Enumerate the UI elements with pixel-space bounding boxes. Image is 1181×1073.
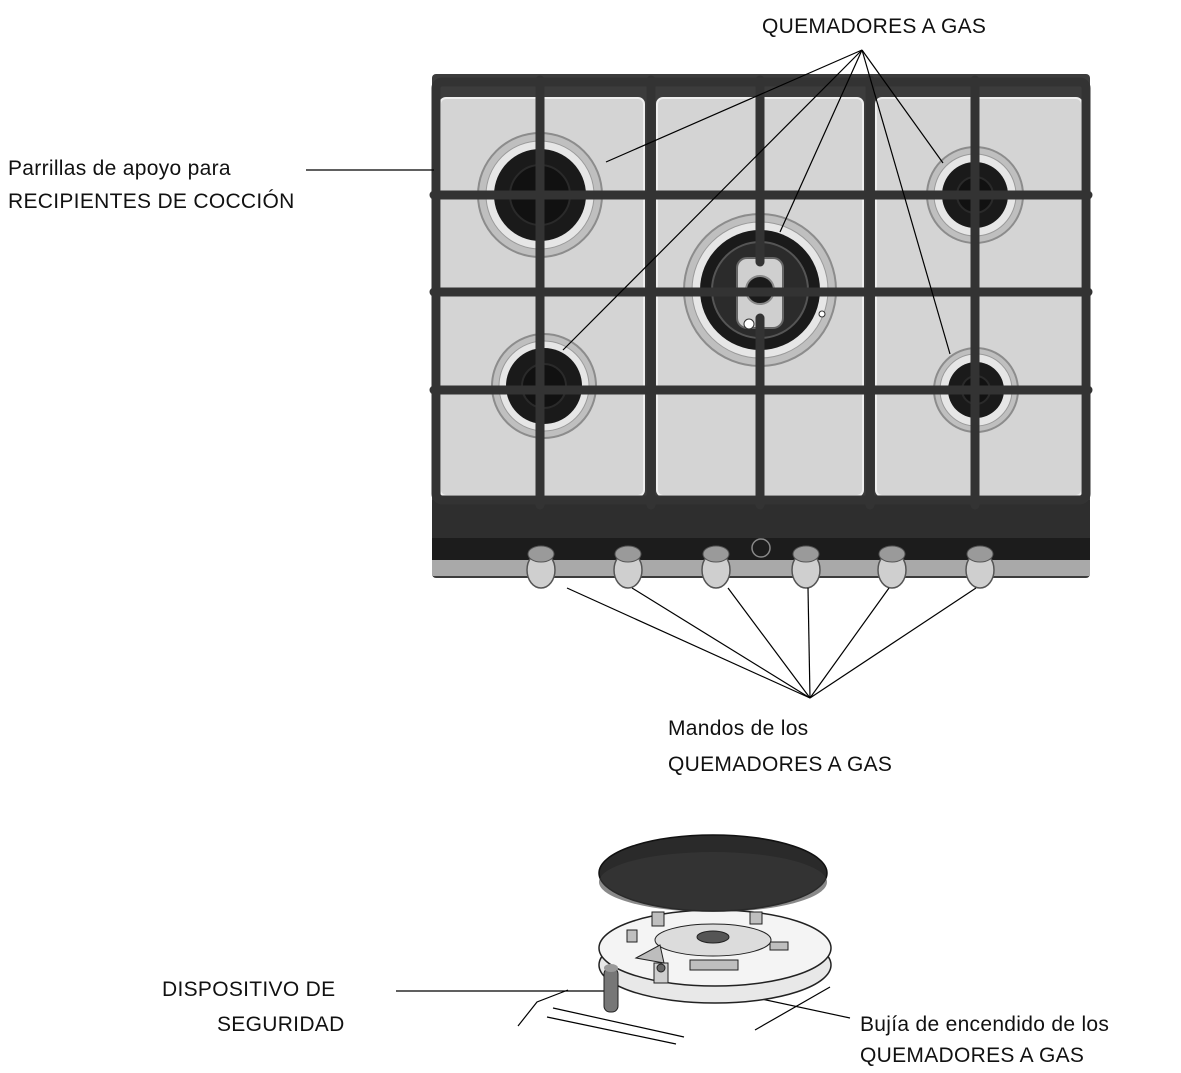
- label-knobs-line1: Mandos de los: [668, 717, 809, 740]
- label-grates-line2: RECIPIENTES DE COCCIÓN: [8, 190, 295, 213]
- leader-burner-front-right: [861, 49, 951, 355]
- label-burners-top: QUEMADORES A GAS: [762, 15, 987, 38]
- label-ignition-line2: QUEMADORES A GAS: [860, 1044, 1085, 1067]
- leader-knob-1: [566, 587, 811, 699]
- leader-burner-rear-right: [861, 49, 944, 164]
- safety-thermocouple: [603, 964, 619, 1013]
- knob-1: [526, 545, 556, 589]
- leader-lines: [306, 49, 977, 1019]
- leader-burner-center: [779, 49, 863, 233]
- leader-knob-4: [807, 587, 811, 699]
- knob-5: [877, 545, 907, 589]
- label-safety-line2: SEGURIDAD: [217, 1013, 345, 1036]
- knob-4: [791, 545, 821, 589]
- leader-burner-front-left: [562, 49, 863, 351]
- burner-detail: [517, 834, 832, 1045]
- leader-knob-6: [809, 587, 977, 699]
- control-band-lip: [432, 560, 1090, 576]
- control-knobs: [526, 538, 995, 589]
- ignition-spark-plug: [634, 944, 669, 984]
- leader-knob-2: [631, 587, 811, 699]
- label-knobs-line2: QUEMADORES A GAS: [668, 753, 893, 776]
- label-ignition-line1: Bujía de encendido de los: [860, 1013, 1110, 1036]
- label-grates-line1: Parrillas de apoyo para: [8, 157, 231, 180]
- knob-3: [701, 545, 731, 589]
- label-safety-line1: DISPOSITIVO DE: [162, 978, 336, 1001]
- hob-top-view: [429, 74, 1093, 589]
- leader-knob-3: [727, 587, 811, 699]
- knob-2: [613, 545, 643, 589]
- brand-logo: [751, 538, 771, 558]
- pan-grates: [429, 75, 1093, 510]
- leader-burner-rear-left: [605, 49, 863, 163]
- leader-knob-5: [809, 587, 890, 699]
- knob-6: [965, 545, 995, 589]
